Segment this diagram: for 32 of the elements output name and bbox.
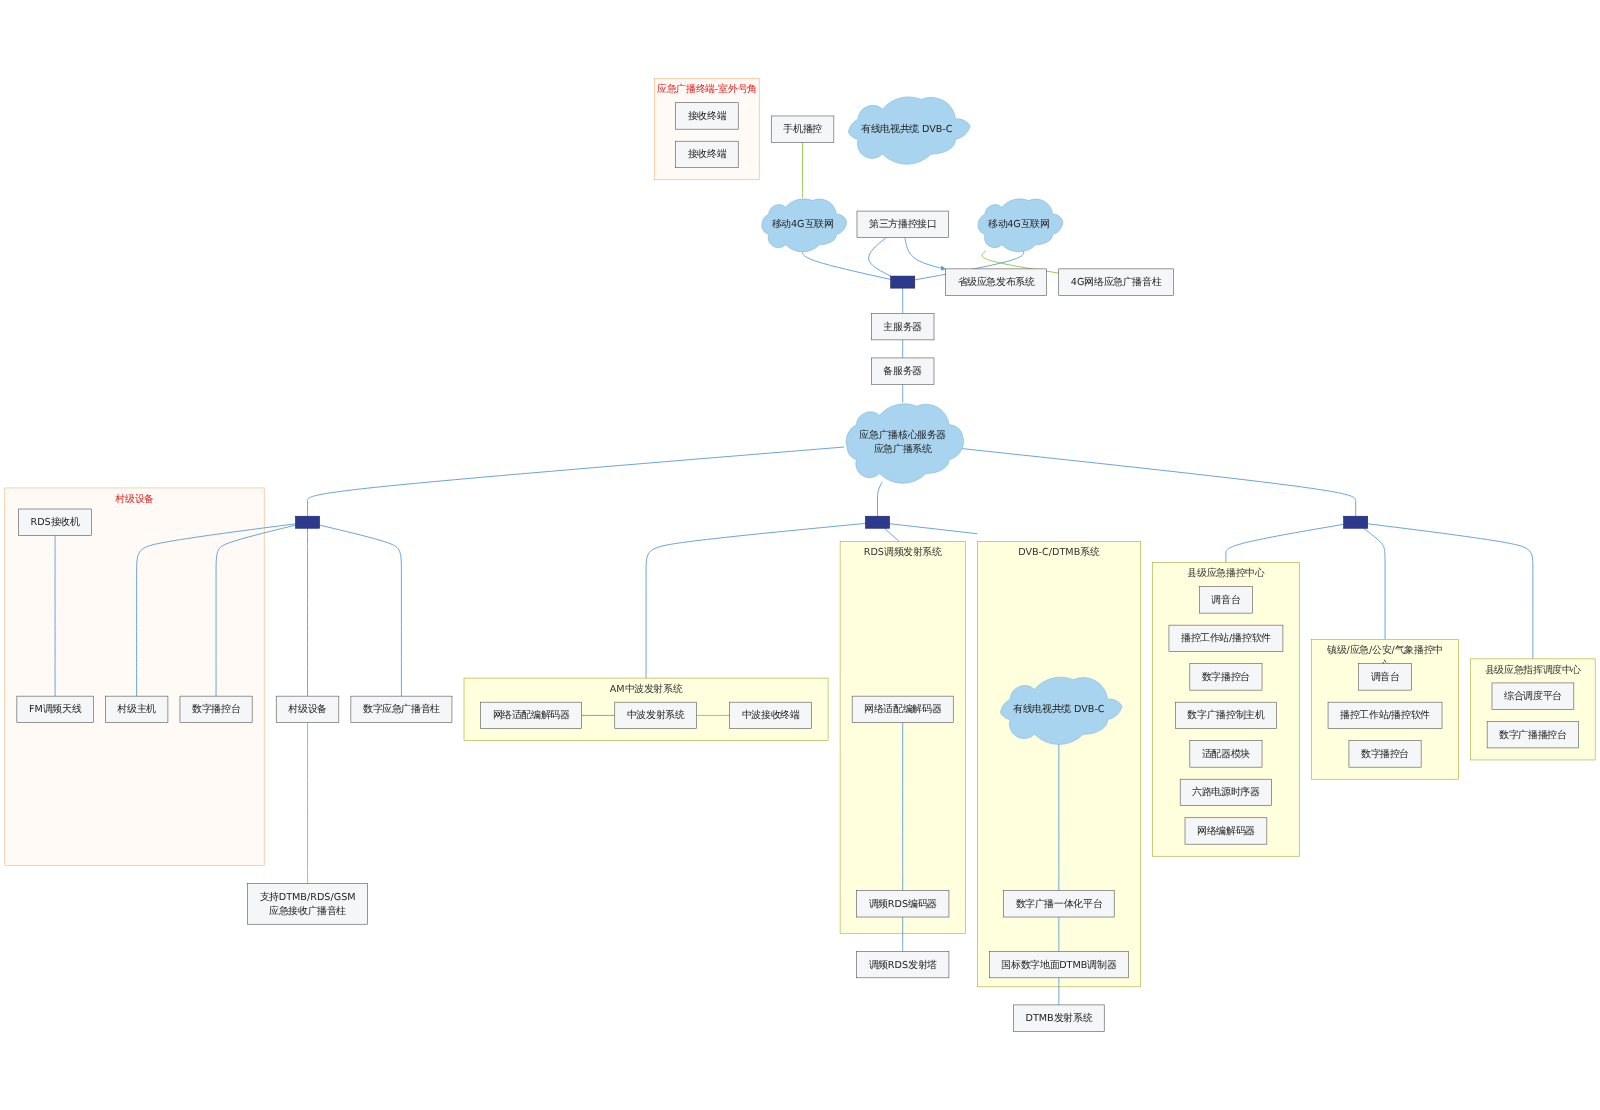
connector	[877, 481, 883, 517]
connector	[1367, 523, 1534, 660]
connector	[1058, 916, 1060, 952]
connector	[1363, 527, 1386, 641]
connector	[319, 524, 402, 697]
connector	[802, 141, 803, 199]
connector	[961, 448, 1357, 517]
connector	[1058, 977, 1060, 1006]
connector	[307, 446, 845, 517]
connector	[1225, 523, 1345, 563]
connector	[54, 535, 56, 697]
connector	[902, 287, 904, 314]
connector	[645, 522, 866, 679]
node-box	[295, 515, 320, 529]
connector	[581, 714, 616, 716]
connector	[889, 523, 978, 535]
connector	[696, 714, 731, 716]
connector	[883, 527, 900, 542]
connector	[136, 523, 296, 697]
connector	[902, 916, 904, 952]
connector	[902, 339, 904, 359]
node-box	[890, 275, 916, 289]
connector	[868, 237, 892, 277]
connector	[1058, 742, 1060, 891]
connector	[215, 524, 296, 697]
connector	[902, 722, 904, 891]
connector	[307, 722, 308, 884]
node-box	[1343, 515, 1368, 529]
connector	[802, 250, 892, 280]
connector	[307, 527, 308, 697]
node-box	[865, 515, 890, 529]
connector	[902, 383, 904, 403]
